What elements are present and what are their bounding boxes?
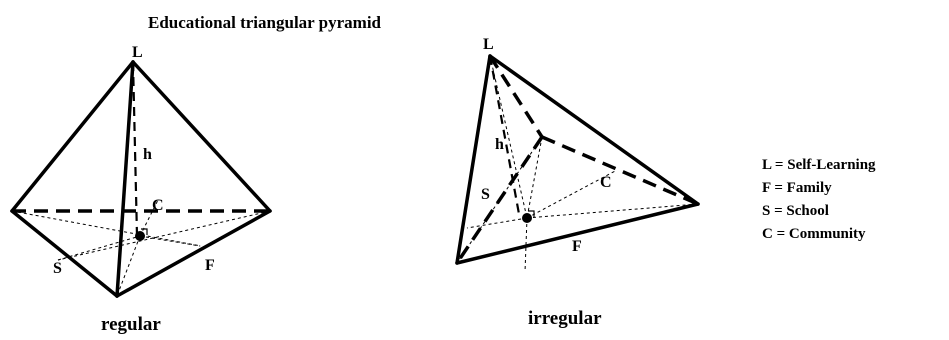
irregular-inner-line xyxy=(526,169,618,219)
regular-caption: regular xyxy=(101,314,161,335)
diagram-title: Educational triangular pyramid xyxy=(148,13,382,32)
regular-label-F: F xyxy=(205,257,215,274)
irregular-inner-line xyxy=(489,55,528,219)
irregular-centroid-dot xyxy=(522,213,532,223)
legend-item-school: S = School xyxy=(762,203,829,219)
irregular-inner-line xyxy=(526,136,543,219)
regular-inner-line xyxy=(116,235,141,297)
legend-item-community: C = Community xyxy=(762,226,866,242)
irregular-height-line xyxy=(488,55,521,215)
regular-centroid-dot xyxy=(135,231,145,241)
irregular-caption: irregular xyxy=(528,308,602,329)
regular-label-L: L xyxy=(132,44,143,61)
irregular-edge xyxy=(488,54,700,206)
irregular-pyramid: L h C S F irregular xyxy=(455,36,700,329)
regular-inner-line xyxy=(57,235,141,261)
regular-label-C: C xyxy=(152,197,164,214)
irregular-hidden-edge xyxy=(488,55,544,138)
irregular-label-F: F xyxy=(572,238,582,255)
irregular-inner-line xyxy=(526,203,699,219)
regular-edge xyxy=(115,60,135,298)
irregular-label-L: L xyxy=(483,36,494,53)
regular-edge xyxy=(10,60,135,213)
irregular-label-S: S xyxy=(481,186,490,203)
legend-item-self-learning: L = Self-Learning xyxy=(762,157,876,173)
regular-pyramid: L h C S F regular xyxy=(10,44,272,335)
irregular-label-C: C xyxy=(600,174,612,191)
regular-right-angle xyxy=(141,228,148,235)
regular-edge xyxy=(10,209,119,298)
irregular-inner-line xyxy=(466,217,528,229)
irregular-right-angle xyxy=(528,210,535,217)
regular-edge xyxy=(131,60,272,213)
regular-label-h: h xyxy=(143,146,152,163)
irregular-edge xyxy=(455,54,492,265)
irregular-label-h: h xyxy=(495,136,504,153)
regular-label-S: S xyxy=(53,260,62,277)
regular-inner-line xyxy=(139,199,159,237)
irregular-hidden-edge xyxy=(541,135,699,206)
regular-inner-line xyxy=(57,210,271,261)
regular-edge xyxy=(115,209,272,298)
irregular-edge xyxy=(455,202,700,265)
legend-item-family: F = Family xyxy=(762,180,832,196)
irregular-hidden-edge xyxy=(455,136,544,264)
regular-inner-line xyxy=(11,210,202,247)
legend: L = Self-Learning F = Family S = School … xyxy=(762,157,876,242)
